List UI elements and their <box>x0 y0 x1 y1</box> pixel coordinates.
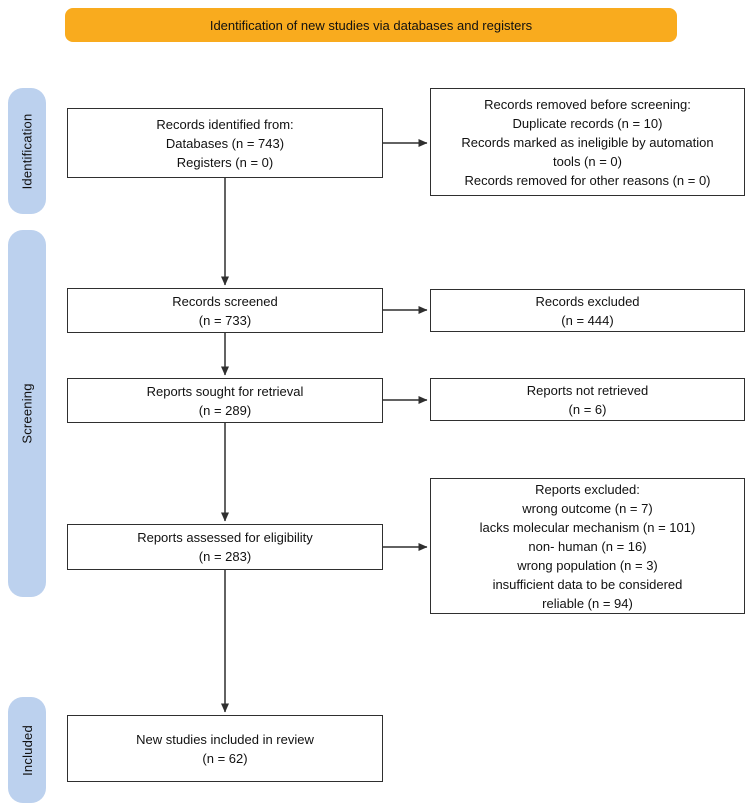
box-reports-sought: Reports sought for retrieval (n = 289) <box>67 378 383 423</box>
box-reports-assessed-text: Reports assessed for eligibility (n = 28… <box>137 530 313 564</box>
box-records-screened: Records screened (n = 733) <box>67 288 383 333</box>
box-new-studies-included-text: New studies included in review (n = 62) <box>136 731 314 766</box>
box-records-identified-text: Records identified from: Databases (n = … <box>156 116 294 170</box>
stage-label-identification: Identification <box>19 113 35 189</box>
box-records-removed: Records removed before screening: Duplic… <box>430 88 745 196</box>
box-reports-assessed: Reports assessed for eligibility (n = 28… <box>67 524 383 570</box>
box-records-excluded-text: Records excluded (n = 444) <box>535 293 640 328</box>
box-records-identified: Records identified from: Databases (n = … <box>67 108 383 178</box>
stage-label-included: Included <box>19 724 35 776</box>
box-reports-not-retrieved: Reports not retrieved (n = 6) <box>430 378 745 421</box>
stage-band-included: Included <box>8 697 46 803</box>
box-records-removed-text: Records removed before screening: Duplic… <box>461 96 714 188</box>
stage-band-screening: Screening <box>8 230 46 597</box>
box-records-excluded: Records excluded (n = 444) <box>430 289 745 332</box>
box-reports-not-retrieved-text: Reports not retrieved (n = 6) <box>526 382 649 417</box>
box-reports-sought-text: Reports sought for retrieval (n = 289) <box>146 383 304 418</box>
stage-band-identification: Identification <box>8 88 46 214</box>
box-new-studies-included: New studies included in review (n = 62) <box>67 715 383 782</box>
stage-label-screening: Screening <box>19 383 35 444</box>
box-records-screened-text: Records screened (n = 733) <box>172 293 278 328</box>
banner-title: Identification of new studies via databa… <box>65 8 677 42</box>
box-reports-excluded: Reports excluded: wrong outcome (n = 7) … <box>430 478 745 614</box>
box-reports-excluded-text: Reports excluded: wrong outcome (n = 7) … <box>479 481 696 611</box>
